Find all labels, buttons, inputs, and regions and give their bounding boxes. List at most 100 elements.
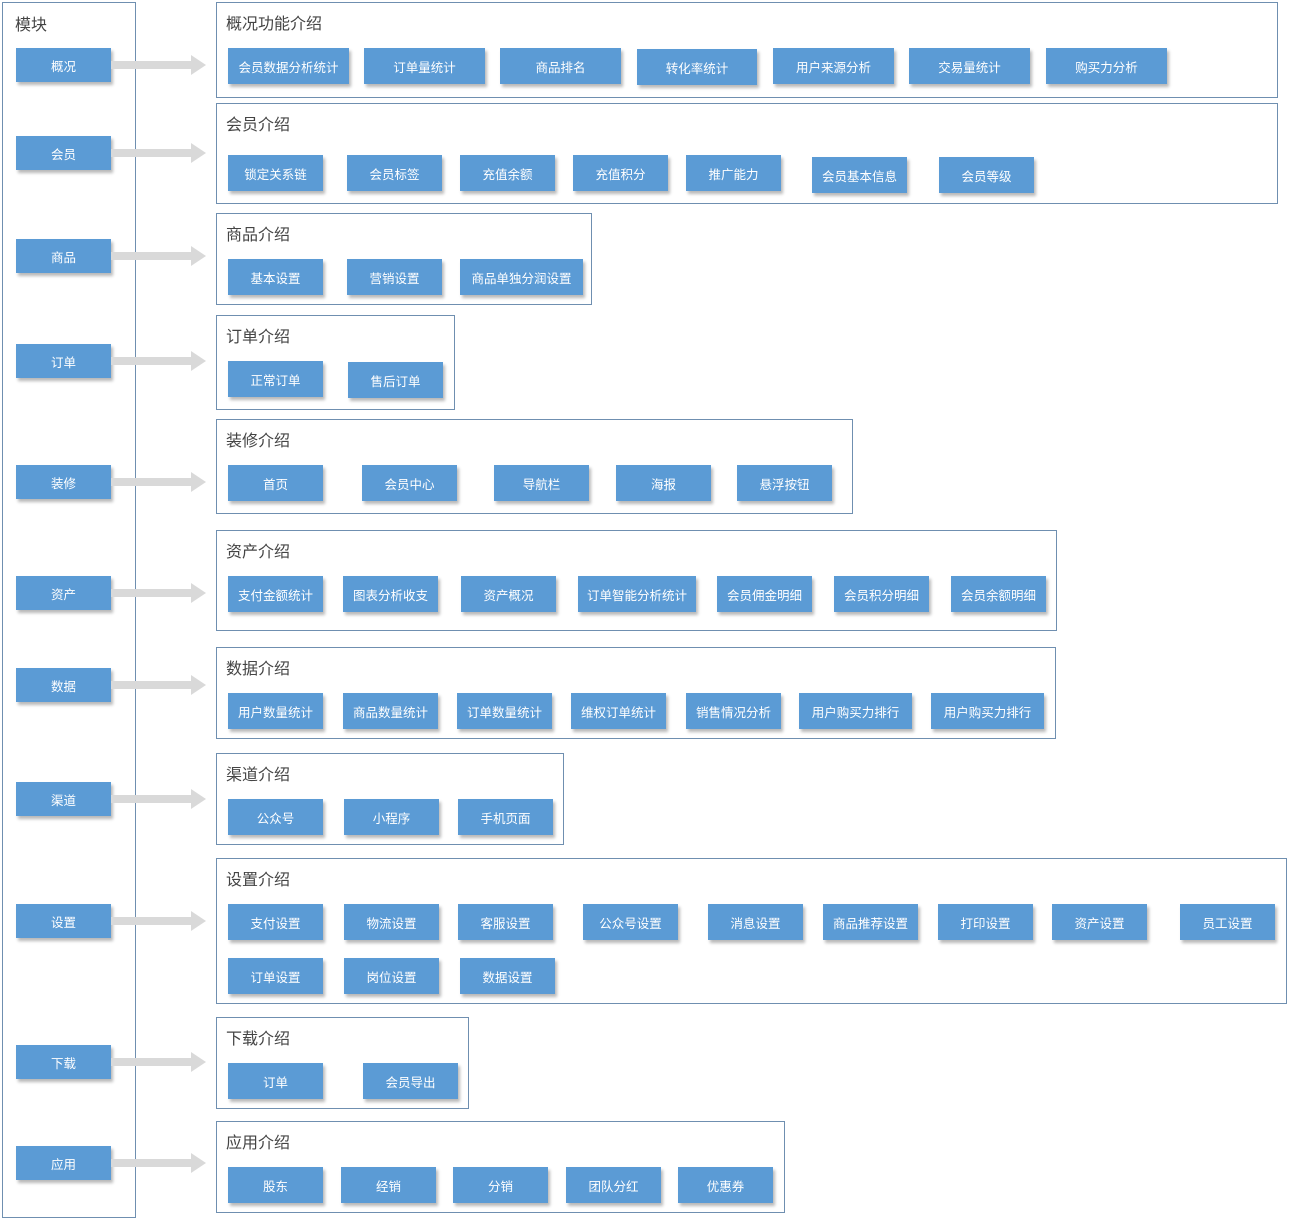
feature-button[interactable]: 购买力分析 — [1046, 48, 1167, 84]
module-button-10[interactable]: 应用 — [16, 1146, 111, 1180]
group-frame-3: 订单介绍正常订单售后订单 — [216, 315, 455, 410]
group-title-0: 概况功能介绍 — [226, 14, 323, 33]
group-title-7: 渠道介绍 — [226, 765, 291, 784]
module-button-6[interactable]: 数据 — [16, 668, 111, 702]
feature-button[interactable]: 岗位设置 — [344, 958, 439, 994]
module-button-0[interactable]: 概况 — [16, 48, 111, 82]
feature-button[interactable]: 股东 — [228, 1167, 323, 1203]
group-frame-4: 装修介绍首页 会员中心 导航栏海报悬浮按钮 — [216, 419, 853, 514]
arrow-4 — [111, 472, 206, 492]
arrow-5 — [111, 583, 206, 603]
module-column-title: 模块 — [15, 15, 48, 34]
group-frame-0: 概况功能介绍会员数据分析统计订单量统计商品排名转化率统计用户来源分析交易量统计购… — [216, 2, 1278, 98]
feature-button[interactable]: 充值余额 — [460, 155, 555, 191]
group-title-10: 应用介绍 — [226, 1133, 291, 1152]
feature-button[interactable]: 推广能力 — [686, 155, 781, 191]
feature-button[interactable]: 销售情况分析 — [686, 693, 781, 729]
module-button-2[interactable]: 商品 — [16, 239, 111, 273]
module-button-9[interactable]: 下载 — [16, 1045, 111, 1079]
feature-button[interactable]: 公众号 — [228, 799, 323, 835]
feature-button[interactable]: 会员余额明细 — [951, 576, 1046, 612]
arrow-3 — [111, 351, 206, 371]
feature-button[interactable]: 经销 — [341, 1167, 436, 1203]
feature-button[interactable]: 订单智能分析统计 — [578, 576, 696, 612]
feature-button[interactable]: 用户数量统计 — [228, 693, 323, 729]
feature-button[interactable]: 转化率统计 — [637, 49, 757, 85]
arrow-6 — [111, 675, 206, 695]
feature-button[interactable]: 图表分析收支 — [343, 576, 438, 612]
group-title-5: 资产介绍 — [226, 542, 291, 561]
arrow-7 — [111, 789, 206, 809]
feature-button[interactable]: 会员数据分析统计 — [228, 48, 349, 84]
arrow-10 — [111, 1153, 206, 1173]
feature-button[interactable]: 悬浮按钮 — [737, 465, 832, 501]
feature-button[interactable]: 客服设置 — [458, 904, 553, 940]
feature-button[interactable]: 资产概况 — [461, 576, 556, 612]
module-button-3[interactable]: 订单 — [16, 344, 111, 378]
feature-button[interactable]: 售后订单 — [348, 362, 443, 398]
feature-button[interactable]: 分销 — [453, 1167, 548, 1203]
group-frame-6: 数据介绍用户数量统计商品数量统计订单数量统计维权订单统计销售情况分析用户购买力排… — [216, 647, 1056, 739]
module-button-5[interactable]: 资产 — [16, 576, 111, 610]
feature-button[interactable]: 会员佣金明细 — [717, 576, 812, 612]
group-title-1: 会员介绍 — [226, 115, 291, 134]
group-frame-2: 商品介绍基本设置营销设置商品单独分润设置 — [216, 213, 592, 305]
feature-button[interactable]: 商品推荐设置 — [823, 904, 918, 940]
feature-button[interactable]: 小程序 — [344, 799, 439, 835]
module-button-4[interactable]: 装修 — [16, 465, 111, 499]
feature-button[interactable]: 会员等级 — [939, 157, 1034, 193]
arrow-1 — [111, 143, 206, 163]
feature-button[interactable]: 会员导出 — [363, 1063, 458, 1099]
feature-button[interactable]: 交易量统计 — [909, 48, 1030, 84]
feature-button[interactable]: 消息设置 — [708, 904, 803, 940]
feature-button[interactable]: 公众号设置 — [583, 904, 678, 940]
feature-button[interactable]: 订单 — [228, 1063, 323, 1099]
arrow-9 — [111, 1052, 206, 1072]
group-frame-7: 渠道介绍公众号小程序手机页面 — [216, 753, 564, 845]
group-title-3: 订单介绍 — [226, 327, 291, 346]
arrow-0 — [111, 55, 206, 75]
feature-button[interactable]: 正常订单 — [228, 361, 323, 397]
feature-button[interactable]: 商品数量统计 — [343, 693, 438, 729]
module-button-7[interactable]: 渠道 — [16, 782, 111, 816]
group-title-2: 商品介绍 — [226, 225, 291, 244]
group-title-9: 下载介绍 — [226, 1029, 291, 1048]
group-frame-8: 设置介绍支付设置物流设置客服设置公众号设置消息设置商品推荐设置打印设置资产设置员… — [216, 858, 1287, 1004]
feature-button[interactable]: 海报 — [616, 465, 711, 501]
module-button-8[interactable]: 设置 — [16, 904, 111, 938]
feature-button[interactable]: 导航栏 — [494, 465, 589, 501]
feature-button[interactable]: 支付设置 — [228, 904, 323, 940]
feature-button[interactable]: 维权订单统计 — [571, 693, 666, 729]
feature-button[interactable]: 会员标签 — [347, 155, 442, 191]
feature-button[interactable]: 数据设置 — [460, 958, 555, 994]
feature-button[interactable]: 营销设置 — [347, 259, 442, 295]
feature-button[interactable]: 员工设置 — [1180, 904, 1275, 940]
feature-button[interactable]: 用户购买力排行 — [799, 693, 912, 729]
arrow-8 — [111, 911, 206, 931]
feature-button[interactable]: 支付金额统计 — [228, 576, 323, 612]
feature-button[interactable]: 商品单独分润设置 — [460, 259, 583, 295]
group-title-4: 装修介绍 — [226, 431, 291, 450]
feature-button[interactable]: 订单量统计 — [364, 48, 485, 84]
feature-button[interactable]: 锁定关系链 — [228, 155, 323, 191]
feature-button[interactable]: 优惠券 — [678, 1167, 773, 1203]
feature-button[interactable]: 订单数量统计 — [457, 693, 552, 729]
feature-button[interactable]: 团队分红 — [566, 1167, 661, 1203]
feature-button[interactable]: 订单设置 — [228, 958, 323, 994]
feature-button[interactable]: 打印设置 — [938, 904, 1033, 940]
feature-button[interactable]: 充值积分 — [573, 155, 668, 191]
feature-button[interactable]: 用户购买力排行 — [931, 693, 1044, 729]
feature-button[interactable]: 首页 — [228, 465, 323, 501]
feature-button[interactable]: 商品排名 — [500, 48, 621, 84]
module-button-1[interactable]: 会员 — [16, 136, 111, 170]
feature-button[interactable]: 会员积分明细 — [834, 576, 929, 612]
feature-button[interactable]: 会员中心 — [362, 465, 457, 501]
feature-button[interactable]: 物流设置 — [344, 904, 439, 940]
feature-button[interactable]: 用户来源分析 — [773, 48, 894, 84]
feature-button[interactable]: 手机页面 — [458, 799, 553, 835]
feature-button[interactable]: 会员基本信息 — [812, 157, 907, 193]
group-title-8: 设置介绍 — [226, 870, 291, 889]
feature-button[interactable]: 资产设置 — [1052, 904, 1147, 940]
feature-button[interactable]: 基本设置 — [228, 259, 323, 295]
arrow-2 — [111, 246, 206, 266]
